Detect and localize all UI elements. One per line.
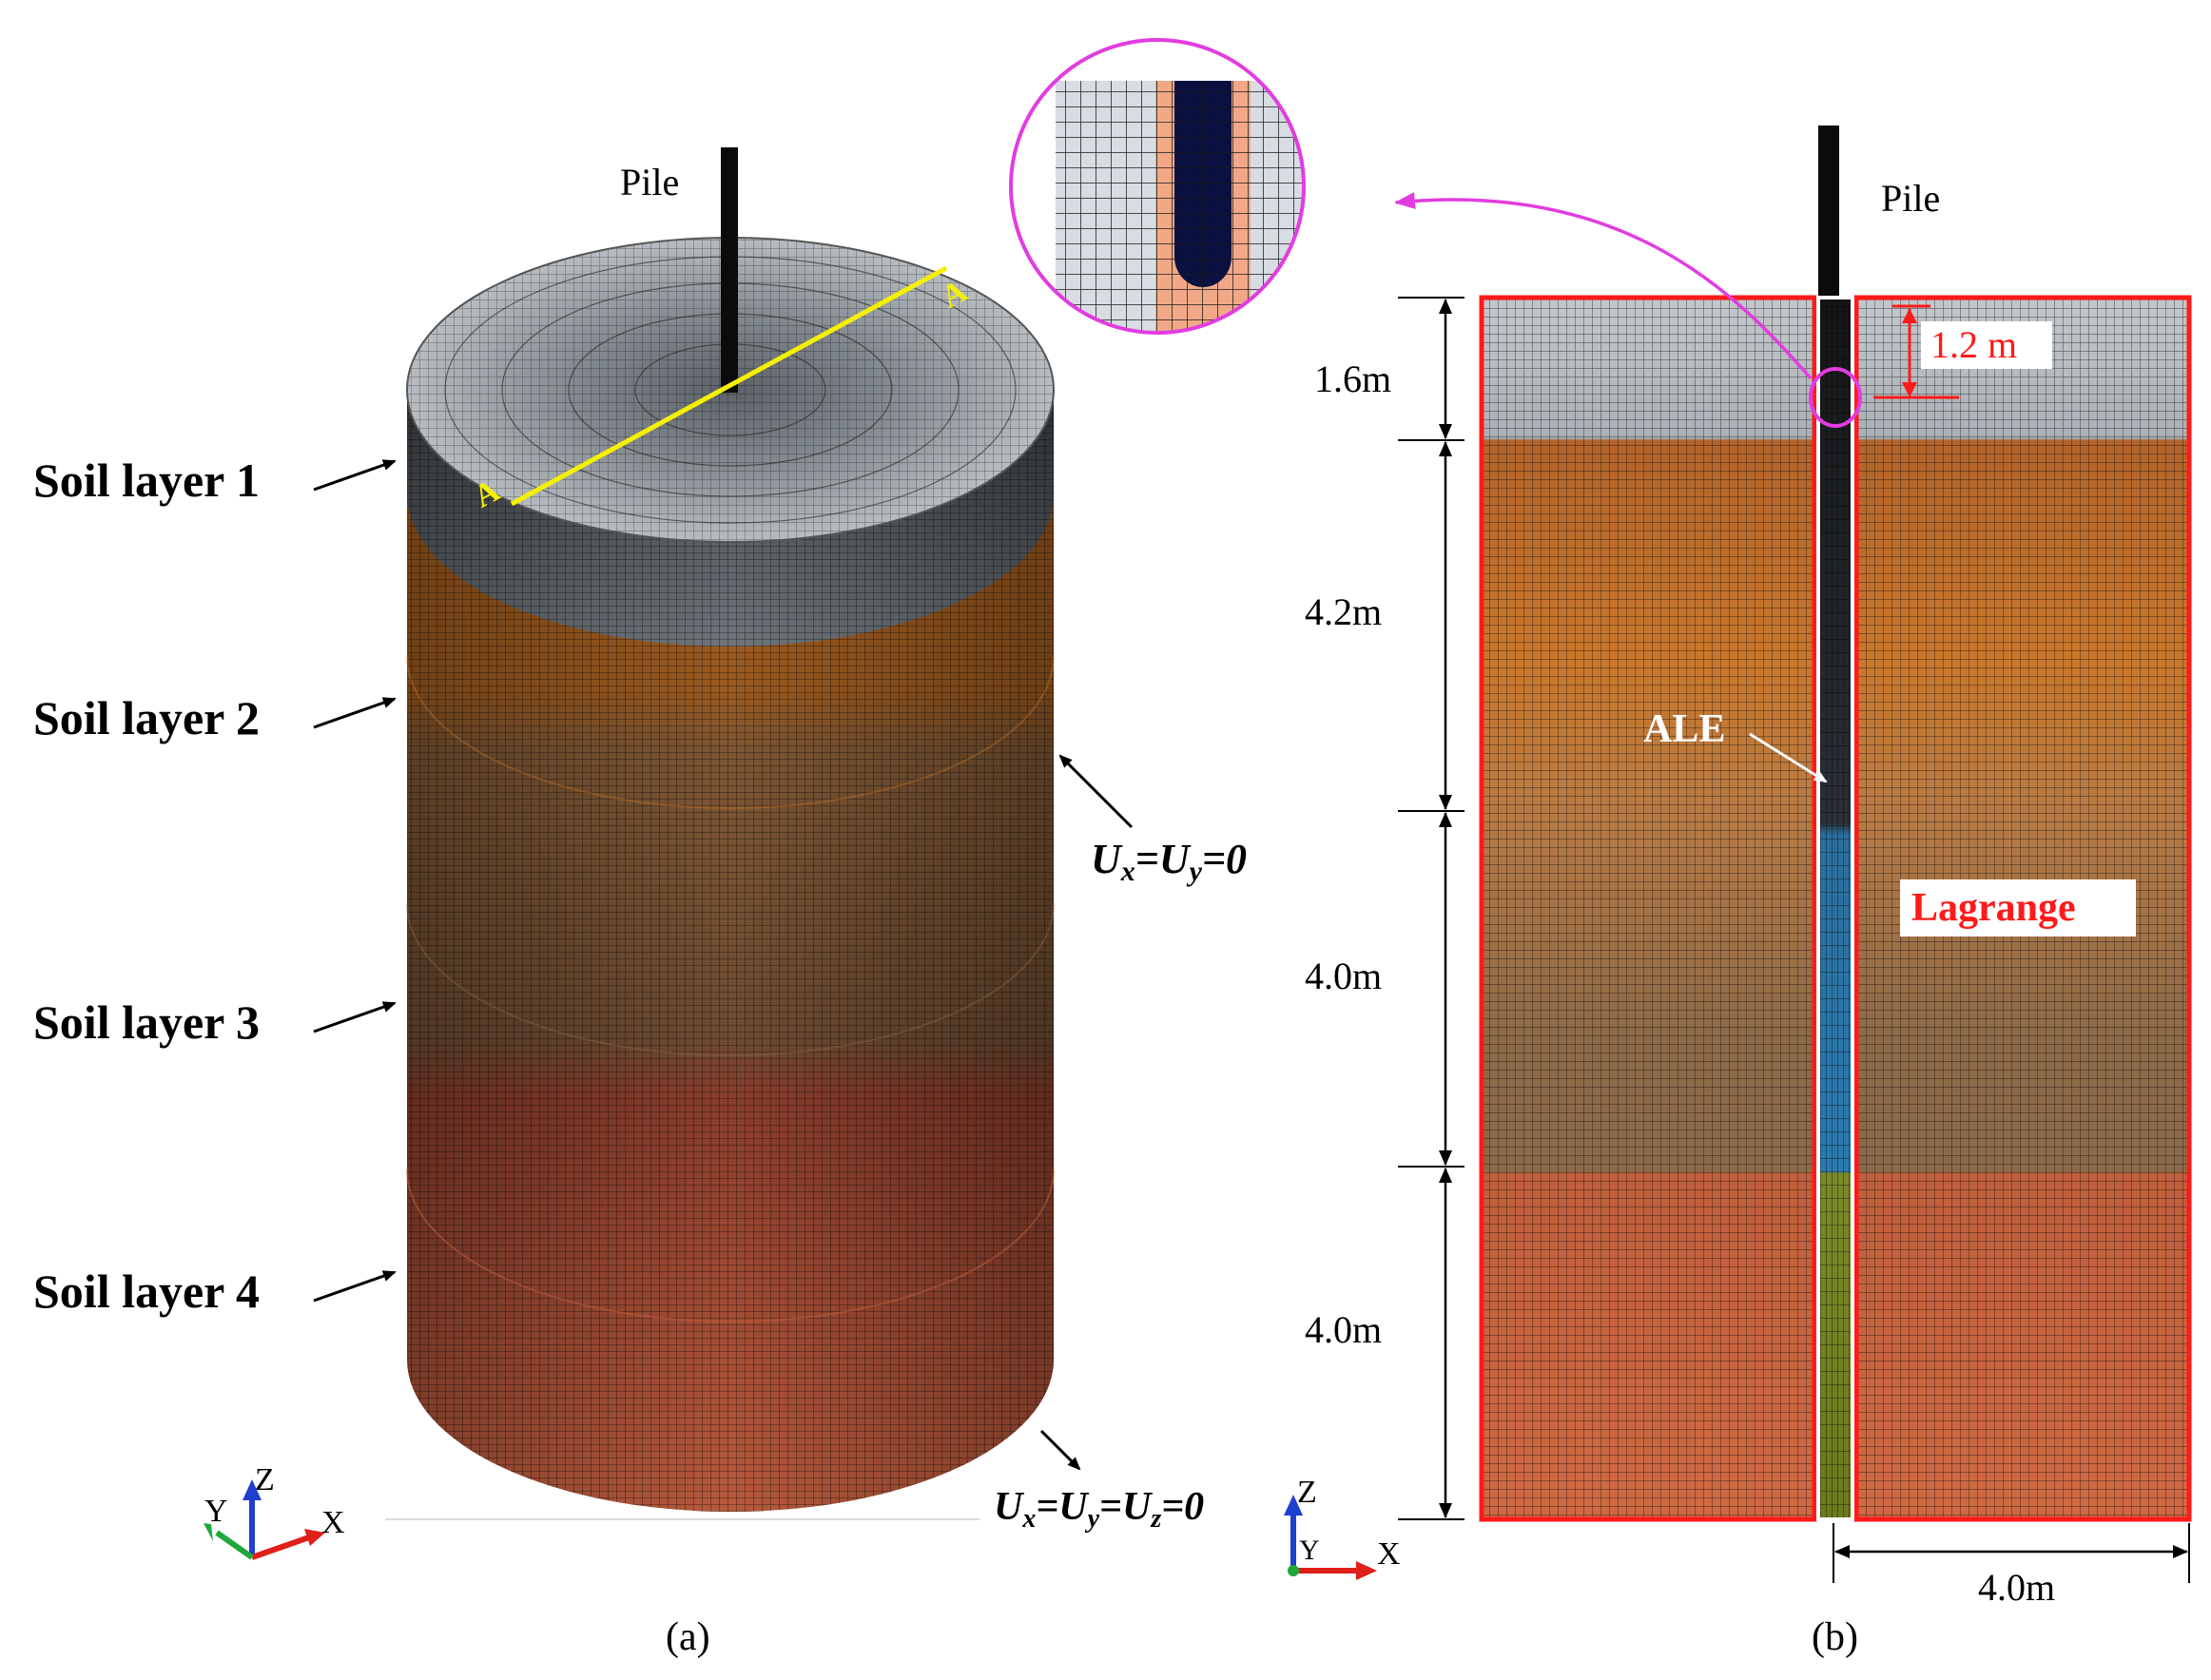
axis-triad-a: Z X Y (204, 1462, 345, 1560)
pile-label-b: Pile (1881, 177, 1940, 220)
caption-b: (b) (1812, 1615, 1858, 1659)
soil-layer-2-label: Soil layer 2 (33, 691, 260, 744)
side-boundary-label: Ux=Uy=0 (1091, 836, 1247, 887)
embed-depth-label: 1.2 m (1930, 323, 2017, 366)
soil-layer-labels: Soil layer 1 Soil layer 2 Soil layer 3 S… (33, 454, 397, 1318)
side-boundary-arrow (1058, 754, 1134, 829)
dim-layer-3: 4.0m (1305, 955, 1382, 997)
zoom-inset (1009, 38, 1306, 335)
soil-layer-1-label: Soil layer 1 (33, 454, 260, 507)
soil-layer-4-label: Soil layer 4 (33, 1265, 260, 1318)
ale-label: ALE (1643, 707, 1725, 751)
soil-layer-2-arrow (313, 697, 397, 729)
axis-z-label-a: Z (255, 1462, 275, 1497)
ale-arrow (1749, 732, 1828, 783)
pile-label-a: Pile (620, 161, 679, 203)
width-label: 4.0m (1978, 1566, 2055, 1609)
pile-3d (721, 147, 738, 393)
bottom-boundary-arrow (1039, 1429, 1081, 1471)
bottom-boundary-label: Ux=Uy=Uz=0 (994, 1485, 1204, 1534)
axis-y-label-b: Y (1299, 1535, 1320, 1566)
zoom-target-circle (1809, 367, 1862, 428)
depth-dimensions: 1.6m 4.2m 4.0m 4.0m (1305, 297, 1464, 1520)
axis-z-label-b: Z (1297, 1475, 1317, 1510)
embed-depth-marker: 1.2 m (1873, 304, 2052, 399)
soil-layer-3-arrow (313, 1001, 397, 1033)
soil-layer-3-label: Soil layer 3 (33, 995, 260, 1049)
axis-x-label-a: X (321, 1505, 345, 1540)
dim-layer-2: 4.2m (1305, 590, 1382, 633)
panel-a: Pile A A Soil layer 1 Soil layer 2 Soil … (33, 147, 1247, 1659)
embed-depth-label-box (1921, 321, 2052, 369)
dim-layer-4: 4.0m (1305, 1308, 1382, 1351)
ale-strip (1816, 296, 1854, 1521)
panel-b: Pile 1.2 m (1009, 38, 2192, 1659)
zoom-connector-arrow (1394, 192, 1813, 380)
soil-cylinder (406, 390, 1055, 1512)
width-dimension: 4.0m (1833, 1523, 2190, 1609)
axis-y-label-a: Y (204, 1494, 228, 1529)
axis-x-label-b: X (1377, 1536, 1401, 1572)
lagrange-left-block (1479, 295, 1817, 1522)
caption-a: (a) (666, 1615, 710, 1659)
lagrange-label: Lagrange (1911, 886, 2076, 930)
section-line-a-a (510, 265, 948, 507)
lagrange-label-box (1900, 879, 2136, 937)
soil-layer-4-arrow (313, 1270, 397, 1303)
soil-layer-1-arrow (313, 459, 397, 492)
axis-triad-b: Z X Y (1284, 1475, 1401, 1580)
dim-layer-1: 1.6m (1314, 357, 1391, 400)
